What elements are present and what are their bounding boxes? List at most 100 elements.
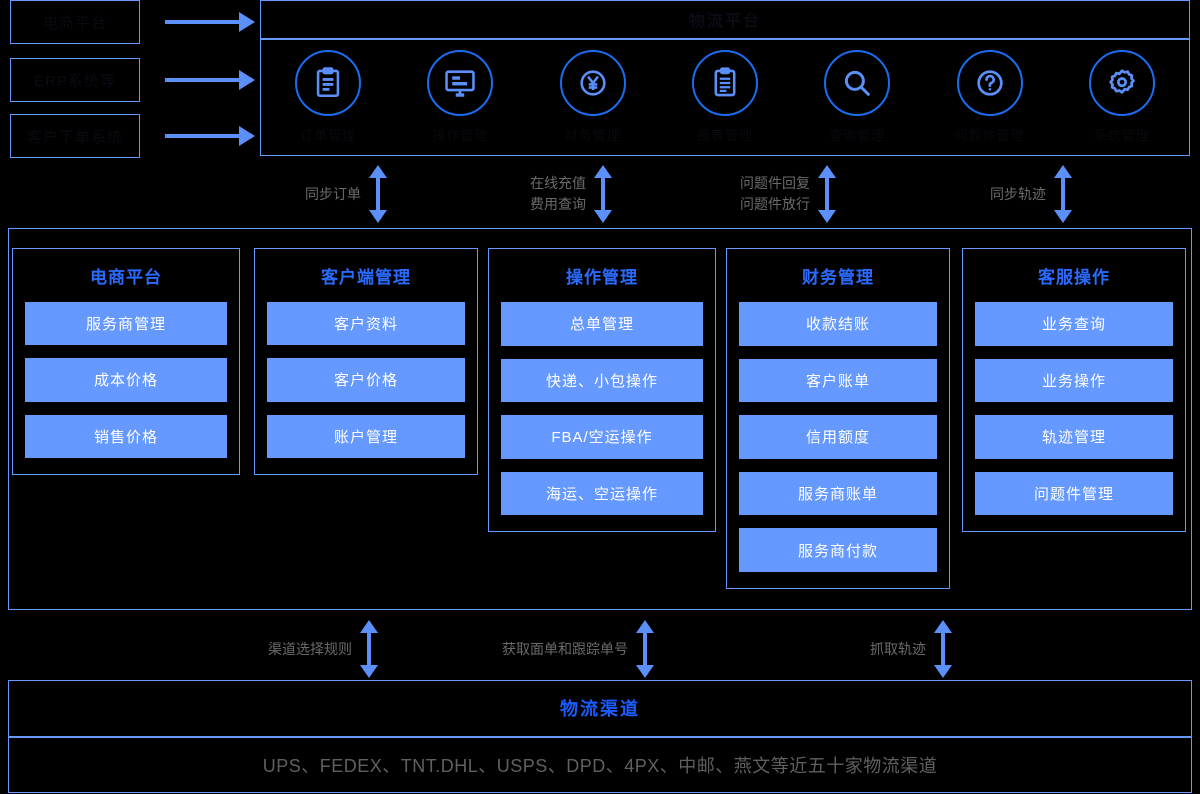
source-box-label: ERP系统等 xyxy=(34,72,116,90)
flow-get-label-and-tracking: 获取面单和跟踪单号 xyxy=(502,620,654,678)
arrow-shaft xyxy=(165,20,239,24)
platform-title-text: 物流平台 xyxy=(688,13,761,30)
module-customer-service: 客服操作 业务查询 业务操作 轨迹管理 问题件管理 xyxy=(962,248,1186,532)
arrow-shaft xyxy=(165,134,239,138)
arrow-head-down xyxy=(369,210,387,223)
gear-icon xyxy=(1088,50,1155,116)
module-ecommerce-platform: 电商平台 服务商管理 成本价格 销售价格 xyxy=(12,248,240,475)
module-item[interactable]: 成本价格 xyxy=(25,358,227,402)
arrow-shaft xyxy=(643,633,647,665)
module-item[interactable]: FBA/空运操作 xyxy=(501,415,703,459)
nav-item-finance-management[interactable]: 财务管理 xyxy=(527,42,659,154)
module-item[interactable]: 业务操作 xyxy=(975,358,1173,402)
arrow-head-up xyxy=(818,165,836,178)
module-title: 客服操作 xyxy=(1038,268,1110,287)
flow-label: 问题件回复 问题件放行 xyxy=(740,175,810,212)
document-list-icon xyxy=(295,50,362,116)
arrow-head-up xyxy=(594,165,612,178)
module-item[interactable]: 账户管理 xyxy=(267,414,465,458)
arrow-head-up xyxy=(369,165,387,178)
nav-item-operation-management[interactable]: 操作管理 xyxy=(394,42,526,154)
flow-label: 渠道选择规则 xyxy=(268,640,352,657)
arrow-shaft xyxy=(601,178,605,210)
double-arrow-vertical-icon xyxy=(1054,165,1072,223)
logistics-divider xyxy=(8,736,1192,738)
module-title: 电商平台 xyxy=(90,268,162,287)
flow-label: 同步轨迹 xyxy=(990,185,1046,202)
module-item[interactable]: 客户价格 xyxy=(267,358,465,402)
nav-item-issue-management[interactable]: 问题件管理 xyxy=(923,42,1055,154)
module-client-management: 客户端管理 客户资料 客户价格 账户管理 xyxy=(254,248,478,475)
module-item[interactable]: 问题件管理 xyxy=(975,471,1173,515)
flow-label: 抓取轨迹 xyxy=(870,640,926,657)
module-item[interactable]: 服务商管理 xyxy=(25,302,227,346)
arrow-head xyxy=(239,126,255,146)
question-mark-icon xyxy=(956,50,1023,116)
arrow-head-up xyxy=(1054,165,1072,178)
module-item[interactable]: 快递、小包操作 xyxy=(501,358,703,402)
platform-nav: 订单管理 操作管理 财务管理 xyxy=(262,42,1188,154)
nav-item-report-management[interactable]: 报表管理 xyxy=(659,42,791,154)
arrow-shaft xyxy=(165,78,239,82)
flow-label: 获取面单和跟踪单号 xyxy=(502,640,628,657)
double-arrow-vertical-icon xyxy=(594,165,612,223)
module-item[interactable]: 客户账单 xyxy=(739,358,937,403)
nav-item-label: 问题件管理 xyxy=(954,128,1025,143)
flow-recharge-and-fee: 在线充值 费用查询 xyxy=(530,165,612,223)
source-box-label: 客户下单系统 xyxy=(26,128,123,146)
module-item[interactable]: 海运、空运操作 xyxy=(501,471,703,515)
search-icon xyxy=(824,50,891,116)
logistics-title: 物流渠道 xyxy=(8,680,1192,736)
flow-sync-orders: 同步订单 xyxy=(305,165,387,223)
nav-item-query-management[interactable]: 查询管理 xyxy=(791,42,923,154)
arrow-right-icon xyxy=(165,70,255,90)
arrow-right-icon xyxy=(165,12,255,32)
arrow-shaft xyxy=(825,178,829,210)
flow-channel-rules: 渠道选择规则 xyxy=(268,620,378,678)
source-box-ecommerce[interactable]: 电商平台 xyxy=(10,0,140,44)
platform-title: 物流平台 xyxy=(260,0,1190,38)
nav-item-system-management[interactable]: 系统管理 xyxy=(1056,42,1188,154)
monitor-icon xyxy=(427,50,494,116)
module-operation-management: 操作管理 总单管理 快递、小包操作 FBA/空运操作 海运、空运操作 xyxy=(488,248,716,532)
nav-item-order-management[interactable]: 订单管理 xyxy=(262,42,394,154)
module-item[interactable]: 轨迹管理 xyxy=(975,415,1173,459)
flow-label: 同步订单 xyxy=(305,185,361,202)
module-item[interactable]: 业务查询 xyxy=(975,302,1173,346)
arrow-head-up xyxy=(360,620,378,633)
flow-sync-tracking: 同步轨迹 xyxy=(990,165,1072,223)
double-arrow-vertical-icon xyxy=(818,165,836,223)
module-title: 客户端管理 xyxy=(321,268,411,287)
module-finance-management: 财务管理 收款结账 客户账单 信用额度 服务商账单 服务商付款 xyxy=(726,248,950,589)
platform-divider xyxy=(260,38,1190,40)
arrow-shaft xyxy=(376,178,380,210)
module-title: 操作管理 xyxy=(566,268,638,287)
arrow-shaft xyxy=(1061,178,1065,210)
module-item[interactable]: 服务商账单 xyxy=(739,471,937,516)
source-box-customer-order[interactable]: 客户下单系统 xyxy=(10,114,140,158)
arrow-head-down xyxy=(818,210,836,223)
yen-coin-icon xyxy=(559,50,626,116)
double-arrow-vertical-icon xyxy=(934,620,952,678)
platform-panel xyxy=(260,0,1190,156)
arrow-head-down xyxy=(360,665,378,678)
module-item[interactable]: 收款结账 xyxy=(739,302,937,346)
nav-item-label: 查询管理 xyxy=(829,128,886,143)
arrow-head-up xyxy=(636,620,654,633)
arrow-head-down xyxy=(1054,210,1072,223)
module-item[interactable]: 服务商付款 xyxy=(739,528,937,572)
nav-item-label: 系统管理 xyxy=(1093,128,1150,143)
flow-label: 在线充值 费用查询 xyxy=(530,175,586,212)
module-item[interactable]: 总单管理 xyxy=(501,302,703,346)
arrow-head xyxy=(239,12,255,32)
arrow-shaft xyxy=(941,633,945,665)
module-item[interactable]: 信用额度 xyxy=(739,415,937,459)
double-arrow-vertical-icon xyxy=(369,165,387,223)
module-item[interactable]: 销售价格 xyxy=(25,414,227,458)
flow-fetch-tracking: 抓取轨迹 xyxy=(870,620,952,678)
logistics-providers: UPS、FEDEX、TNT.DHL、USPS、DPD、4PX、中邮、燕文等近五十… xyxy=(8,736,1192,793)
source-box-erp[interactable]: ERP系统等 xyxy=(10,58,140,102)
logistics-title-text: 物流渠道 xyxy=(560,699,640,719)
arrow-head xyxy=(239,70,255,90)
module-item[interactable]: 客户资料 xyxy=(267,302,465,346)
